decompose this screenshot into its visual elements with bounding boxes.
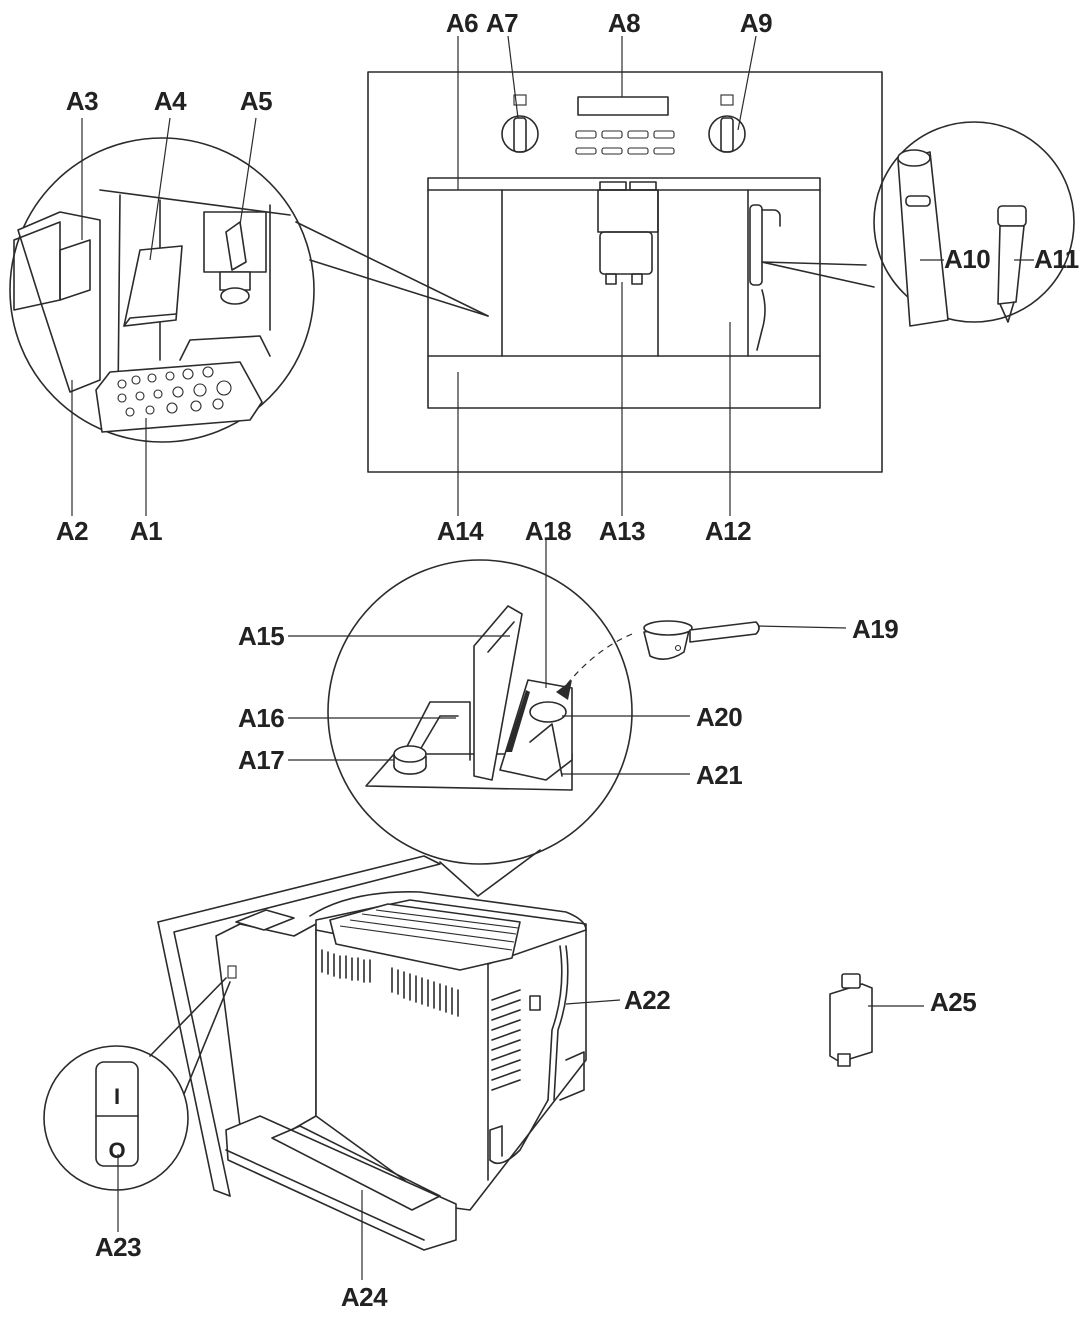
label-a18: A18: [525, 516, 571, 546]
label-a23: A23: [95, 1232, 141, 1262]
drip-tray: [225, 1115, 457, 1251]
label-a11: A11: [1034, 244, 1079, 274]
steam-pipe: [749, 204, 781, 351]
label-a9: A9: [740, 8, 772, 38]
coffee-grounds-container: [123, 245, 183, 327]
label-a5: A5: [240, 86, 272, 116]
label-a17: A17: [238, 745, 284, 775]
steam-nozzle: [897, 149, 949, 327]
accessory-magnifier: [761, 121, 1075, 327]
label-a2: A2: [56, 516, 88, 546]
label-a20: A20: [696, 702, 742, 732]
coffee-spout: [597, 181, 659, 285]
water-tank: [215, 923, 317, 1149]
right-knob: [708, 94, 746, 153]
control-buttons: [575, 130, 675, 155]
side-vents: [321, 949, 521, 1091]
label-a16: A16: [238, 703, 284, 733]
machine-front-view: [367, 71, 883, 473]
front-view-leaders: [457, 35, 757, 516]
label-a7: A7: [486, 8, 518, 38]
label-a15: A15: [238, 621, 284, 651]
cappuccino-nozzle: [997, 205, 1027, 323]
machine-rear-view: I O: [43, 855, 621, 1280]
part-labels: A1 A2 A3 A4 A5 A6 A7 A8 A9 A10 A11 A12 A…: [56, 8, 1079, 1312]
bean-hopper-magnifier: [288, 540, 847, 897]
grind-adjustment-knob: [393, 745, 427, 775]
label-a24: A24: [341, 1282, 388, 1312]
top-grill: [235, 903, 521, 971]
label-a14: A14: [437, 516, 484, 546]
label-a8: A8: [608, 8, 640, 38]
ground-coffee-compartment: [499, 679, 573, 781]
label-a1: A1: [130, 516, 162, 546]
label-a10: A10: [944, 244, 990, 274]
label-a3: A3: [66, 86, 98, 116]
label-a12: A12: [705, 516, 751, 546]
label-a22: A22: [624, 985, 670, 1015]
power-cable: [489, 945, 569, 1165]
label-a13: A13: [599, 516, 645, 546]
measuring-spoon: [643, 620, 760, 660]
label-a19: A19: [852, 614, 898, 644]
water-filter-part: [829, 973, 924, 1067]
power-switch-magnifier: I O: [43, 977, 231, 1191]
label-a21: A21: [696, 760, 742, 790]
switch-off-label: O: [108, 1138, 125, 1163]
power-switch: [95, 1061, 139, 1167]
label-a25: A25: [930, 987, 976, 1017]
switch-on-label: I: [114, 1084, 120, 1109]
interior-detail-magnifier: [9, 117, 489, 516]
drip-grid: [95, 361, 263, 433]
label-a6: A6: [446, 8, 478, 38]
bean-hopper-lid: [473, 605, 523, 781]
left-knob: [501, 94, 539, 153]
brewing-unit: [203, 211, 267, 305]
door-flap: [13, 211, 101, 393]
label-a4: A4: [154, 86, 187, 116]
display-panel: [577, 96, 669, 116]
